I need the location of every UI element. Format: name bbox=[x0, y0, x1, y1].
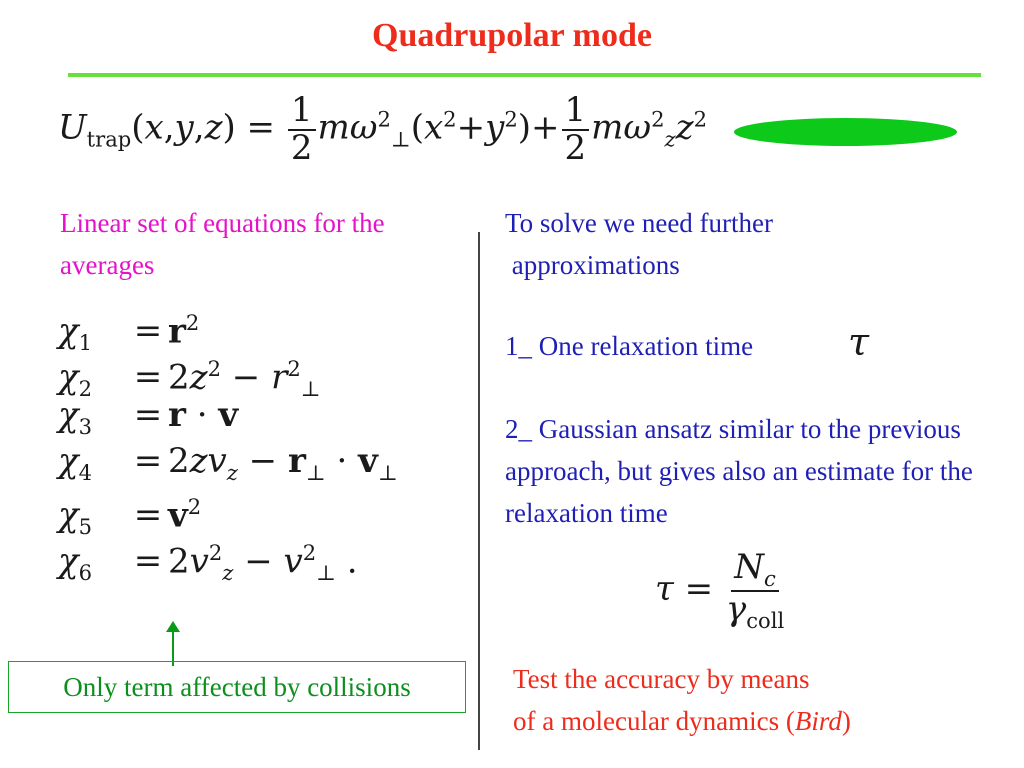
slide-title: Quadrupolar mode bbox=[372, 17, 652, 54]
title-underline bbox=[68, 73, 981, 77]
averages-equations: χ1=r2 χ2=2z2 − r2⊥ χ3=r · v χ4=2zvz − r⊥… bbox=[58, 300, 398, 586]
collisions-note-box: Only term affected by collisions bbox=[8, 661, 466, 713]
equation-chi1: χ1=r2 bbox=[58, 310, 200, 356]
equation-chi4: χ4=2zvz − r⊥ · v⊥ bbox=[58, 441, 398, 485]
approximation-one: 1_ One relaxation time bbox=[505, 331, 754, 361]
tau-symbol: τ bbox=[848, 320, 870, 364]
equation-chi5: χ5=v2 bbox=[58, 494, 202, 540]
test-line-2-prefix: of a molecular dynamics ( bbox=[513, 706, 795, 736]
arrow-up-icon bbox=[166, 621, 180, 632]
test-line-2-suffix: ) bbox=[841, 706, 851, 736]
test-line-1: Test the accuracy by means bbox=[513, 664, 810, 694]
test-line-2: of a molecular dynamics (Bird) bbox=[513, 700, 993, 742]
right-intro: To solve we need further approximations bbox=[505, 208, 774, 280]
equation-chi3: χ3=r · v bbox=[58, 395, 239, 439]
approximation-two: 2_ Gaussian ansatz similar to the previo… bbox=[505, 414, 973, 528]
equation-chi2: χ2=2z2 − r2⊥ bbox=[58, 356, 321, 402]
trap-shape-ellipse bbox=[734, 118, 957, 146]
test-accuracy-text: Test the accuracy by means of a molecula… bbox=[513, 658, 993, 742]
column-divider bbox=[478, 232, 480, 750]
left-heading: Linear set of equations for the averages bbox=[60, 208, 385, 280]
bird-reference: Bird bbox=[794, 706, 842, 736]
equation-chi6: χ6=2v2z − v2⊥ . bbox=[58, 540, 358, 586]
arrow-shaft bbox=[172, 630, 174, 666]
